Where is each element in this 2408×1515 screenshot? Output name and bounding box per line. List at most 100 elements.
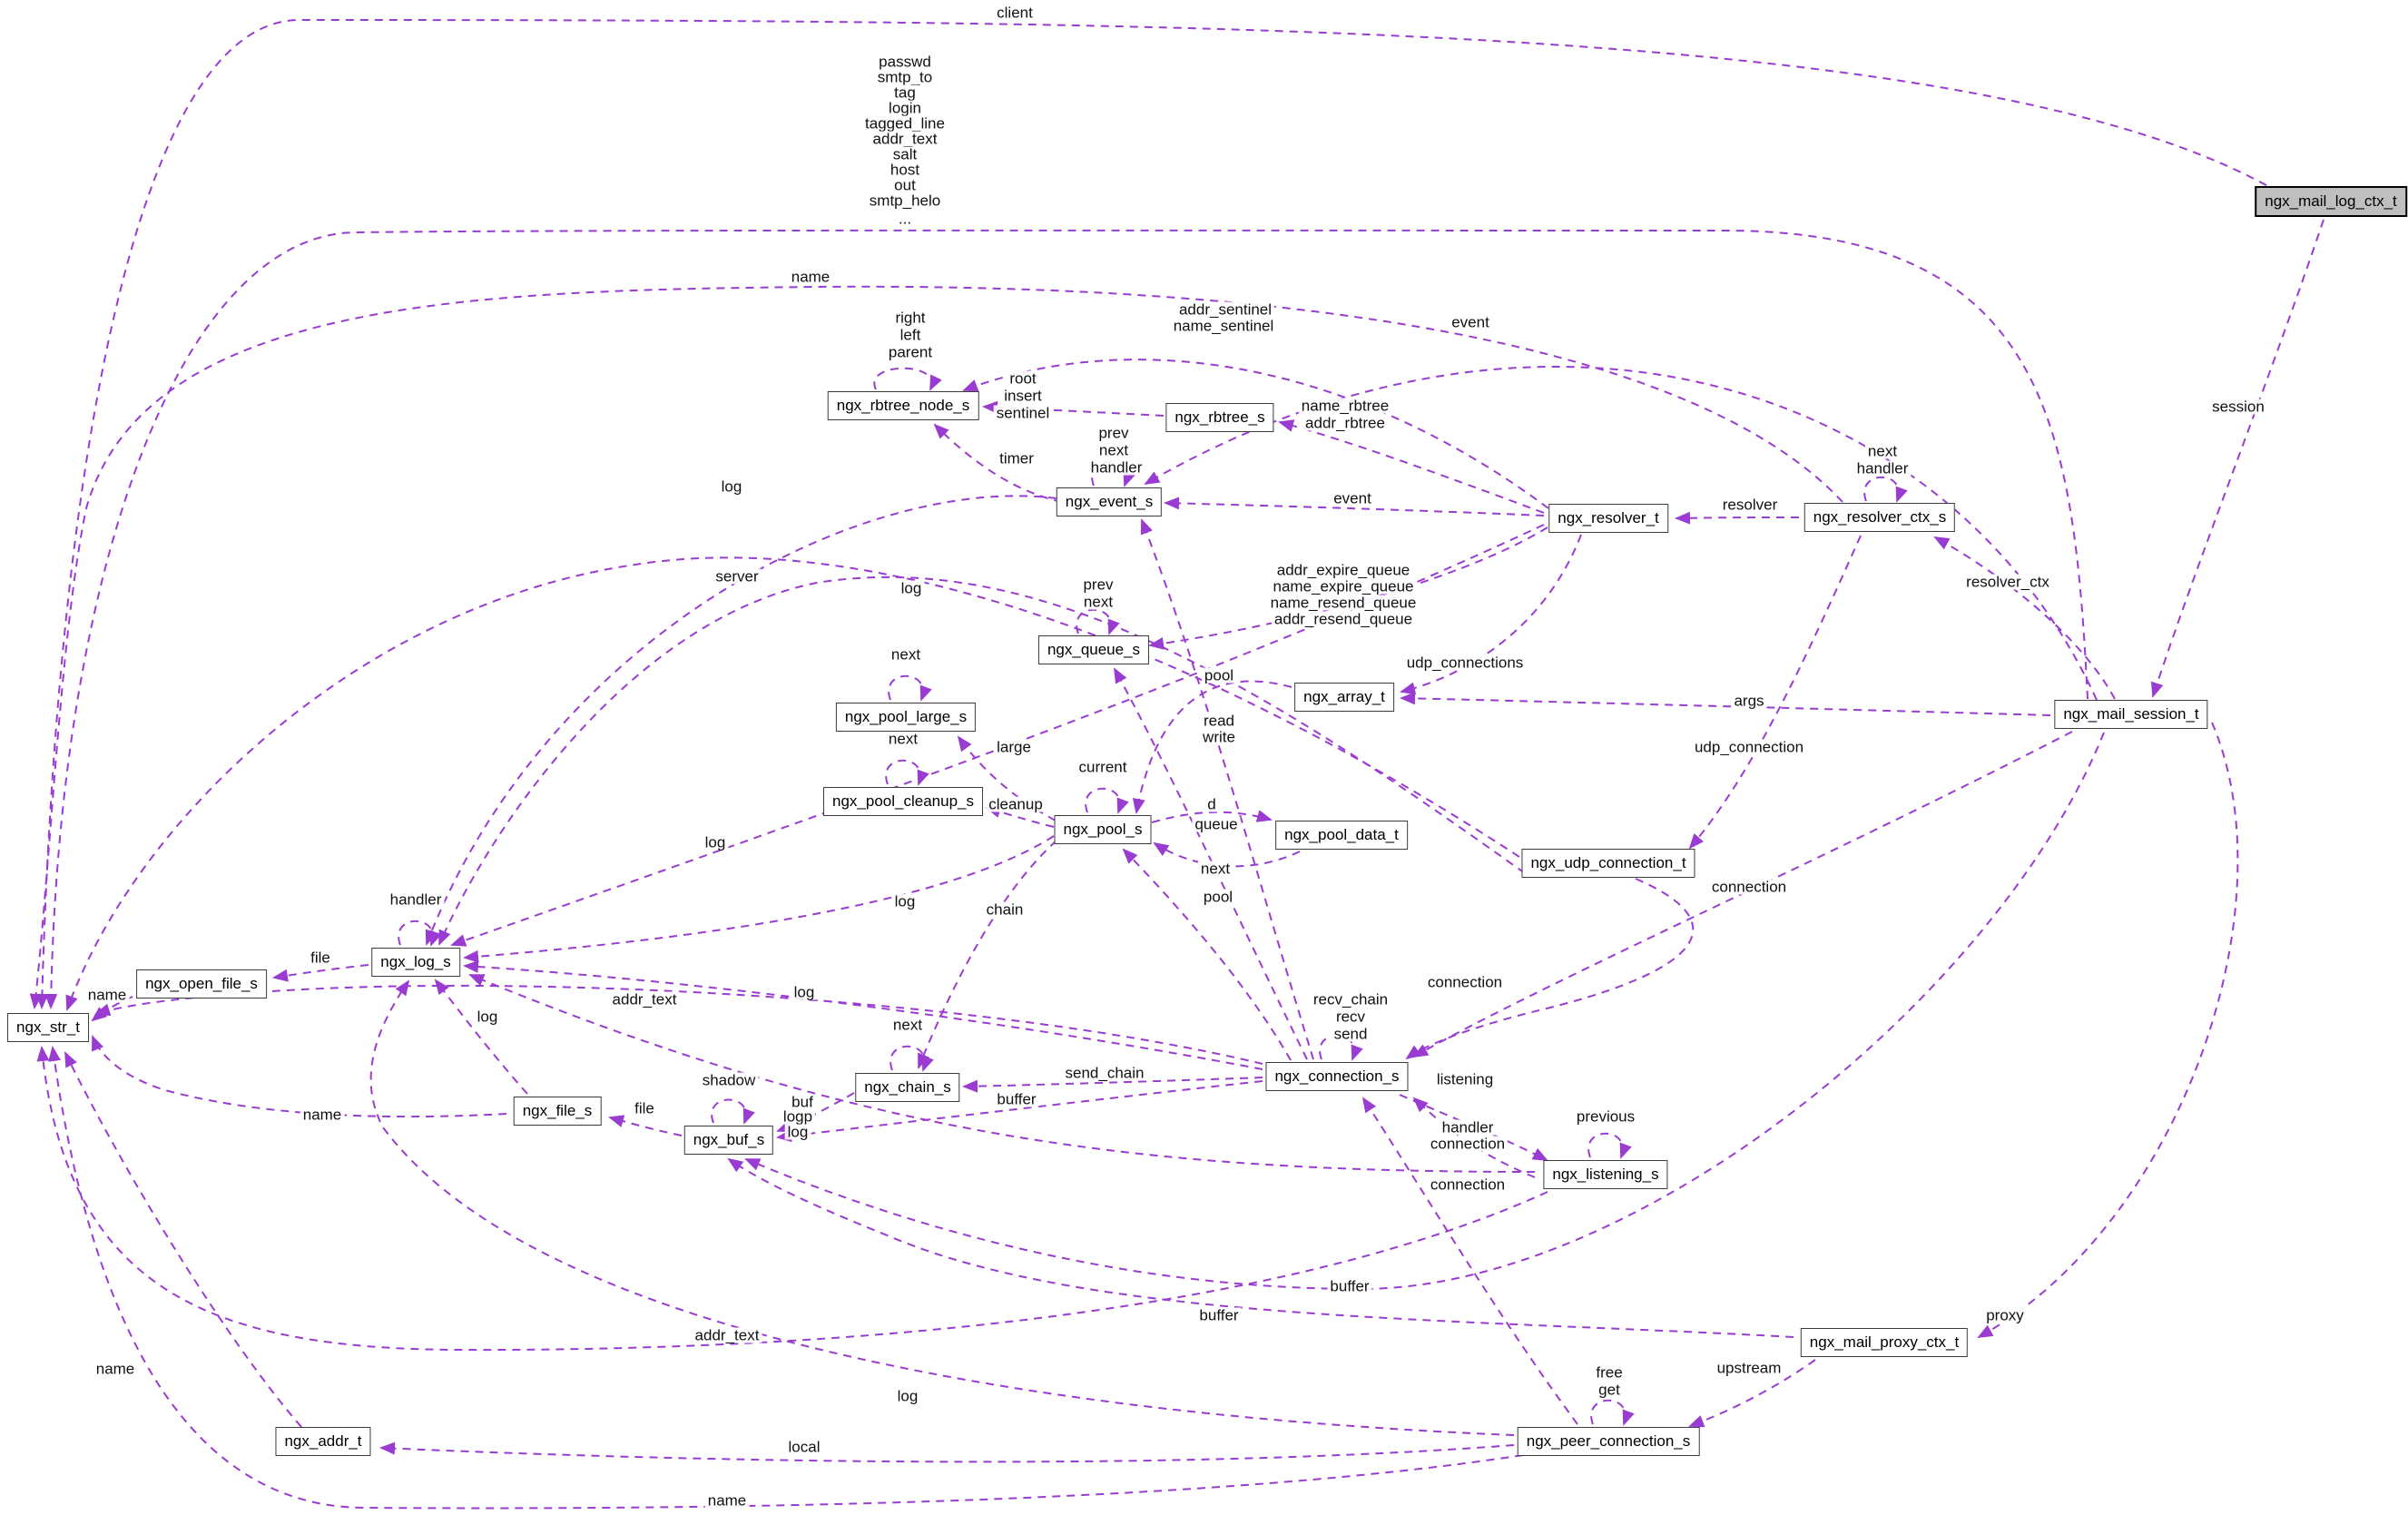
edge-label-proxy-to-peer-0: upstream bbox=[1714, 1360, 1784, 1376]
edge-rbtree-node-self bbox=[873, 367, 942, 391]
edge-label-rbtree-to-rbtree-node-2: sentinel bbox=[993, 405, 1053, 421]
node-ngx_chain_s[interactable]: ngx_chain_s bbox=[855, 1073, 960, 1102]
edge-label-listening-to-str-0: addr_text bbox=[692, 1327, 762, 1343]
edge-label-connection-to-chain-0: send_chain bbox=[1062, 1065, 1147, 1081]
edge-label-session-to-str-5: addr_text bbox=[870, 131, 940, 147]
node-ngx_resolver_ctx_s[interactable]: ngx_resolver_ctx_s bbox=[1804, 503, 1956, 532]
edge-label-listening-to-log-0: logp bbox=[780, 1108, 816, 1125]
edge-peer-to-connection bbox=[1361, 1097, 1578, 1425]
node-ngx_array_t[interactable]: ngx_array_t bbox=[1294, 683, 1394, 712]
edge-label-log-to-open-file-0: file bbox=[308, 949, 333, 966]
edge-resolver-ctx-to-str bbox=[29, 285, 1843, 1009]
edge-listening-self bbox=[1587, 1132, 1632, 1159]
edge-session-to-resolver-ctx bbox=[1933, 536, 2116, 700]
edge-label-event-to-rbtree-node-0: timer bbox=[997, 450, 1037, 467]
edge-label-chain-to-buf-0: buf bbox=[789, 1094, 816, 1110]
edge-pool-to-chain bbox=[918, 840, 1057, 1069]
edge-label-queue-self-0: prev bbox=[1080, 576, 1116, 593]
edge-connection-to-str bbox=[94, 984, 1263, 1065]
edge-peer-self bbox=[1590, 1399, 1635, 1426]
edge-label-udp-to-str-0: server bbox=[713, 568, 762, 585]
edge-resolver-to-log bbox=[450, 524, 1545, 947]
edge-log-ctx-to-session bbox=[2151, 219, 2324, 698]
edge-label-peer-to-connection-0: connection bbox=[1427, 1176, 1509, 1193]
edge-session-to-event bbox=[1144, 365, 2098, 701]
node-ngx_connection_s[interactable]: ngx_connection_s bbox=[1265, 1062, 1409, 1091]
node-ngx_buf_s[interactable]: ngx_buf_s bbox=[683, 1126, 774, 1155]
node-ngx_open_file_s[interactable]: ngx_open_file_s bbox=[136, 969, 267, 999]
edge-label-listening-self-0: previous bbox=[1573, 1108, 1638, 1125]
edge-label-file-to-str-0: name bbox=[300, 1107, 345, 1123]
edge-label-log-self-0: handler bbox=[387, 891, 445, 908]
edge-label-file-to-log-0: log bbox=[474, 1008, 501, 1025]
node-ngx_event_s[interactable]: ngx_event_s bbox=[1056, 487, 1163, 516]
edge-label-event-self-1: next bbox=[1096, 442, 1132, 458]
edge-log-ctx-to-str bbox=[35, 18, 2280, 1009]
edge-label-chain-self-0: next bbox=[889, 1017, 926, 1033]
node-ngx_pool_s[interactable]: ngx_pool_s bbox=[1054, 815, 1152, 844]
edge-pool-self bbox=[1085, 787, 1129, 814]
node-ngx_pool_data_t[interactable]: ngx_pool_data_t bbox=[1275, 821, 1408, 850]
edge-label-rbtree-to-rbtree-node-0: root bbox=[1007, 370, 1039, 387]
edge-connection-to-pool bbox=[1122, 848, 1292, 1061]
edge-label-addr-to-str-0: name bbox=[93, 1361, 138, 1377]
node-ngx_peer_connection_s[interactable]: ngx_peer_connection_s bbox=[1517, 1427, 1700, 1456]
edge-label-connection-to-event-1: write bbox=[1200, 729, 1238, 745]
edge-label-session-to-str-6: salt bbox=[889, 146, 920, 162]
edge-resolver-to-rbtree-node bbox=[962, 359, 1549, 509]
edge-log-self bbox=[398, 920, 442, 947]
edge-label-pool-self-0: current bbox=[1076, 759, 1130, 775]
edge-label-queue-self-1: next bbox=[1080, 594, 1116, 610]
node-ngx_queue_s[interactable]: ngx_queue_s bbox=[1037, 635, 1150, 664]
node-ngx_resolver_t[interactable]: ngx_resolver_t bbox=[1548, 504, 1668, 533]
node-ngx_rbtree_node_s[interactable]: ngx_rbtree_node_s bbox=[827, 391, 979, 420]
edge-label-resolver-ctx-self-1: handler bbox=[1853, 460, 1912, 477]
edge-label-buf-to-file-0: file bbox=[632, 1100, 657, 1117]
edge-label-resolver-to-queue-0: addr_expire_queue bbox=[1273, 562, 1413, 578]
node-ngx_addr_t[interactable]: ngx_addr_t bbox=[275, 1427, 371, 1456]
node-ngx_log_s[interactable]: ngx_log_s bbox=[371, 948, 460, 977]
edge-label-resolver-ctx-to-udp-0: udp_connection bbox=[1691, 739, 1807, 755]
node-ngx_file_s[interactable]: ngx_file_s bbox=[513, 1097, 602, 1126]
edge-label-resolver-ctx-to-resolver-0: resolver bbox=[1719, 497, 1781, 513]
edge-pool-to-pool-data bbox=[1151, 810, 1273, 823]
edge-peer-to-str bbox=[48, 1046, 1524, 1510]
edge-listening-to-str bbox=[36, 1046, 1548, 1352]
node-ngx_udp_connection_t[interactable]: ngx_udp_connection_t bbox=[1521, 849, 1695, 878]
edge-label-peer-self-0: free bbox=[1593, 1364, 1626, 1381]
edge-connection-to-log bbox=[463, 959, 1263, 1070]
edge-label-connection-self-1: recv bbox=[1332, 1008, 1369, 1025]
node-ngx_rbtree_s[interactable]: ngx_rbtree_s bbox=[1165, 403, 1274, 432]
node-ngx_pool_cleanup_s[interactable]: ngx_pool_cleanup_s bbox=[823, 787, 983, 816]
node-ngx_mail_log_ctx_t[interactable]: ngx_mail_log_ctx_t bbox=[2255, 186, 2407, 217]
edge-label-array-to-pool-0: pool bbox=[1201, 667, 1237, 684]
edge-label-session-to-str-0: passwd bbox=[876, 54, 934, 70]
edge-label-udp-to-log-0: log bbox=[898, 580, 925, 596]
node-ngx_mail_session_t[interactable]: ngx_mail_session_t bbox=[2054, 700, 2208, 729]
edge-chain-self bbox=[889, 1045, 934, 1072]
edge-label-connection-to-log-0: log bbox=[791, 984, 818, 1000]
node-ngx_pool_large_s[interactable]: ngx_pool_large_s bbox=[835, 703, 977, 732]
edge-label-session-to-str-9: smtp_helo bbox=[866, 192, 944, 209]
edge-label-resolver-to-event-0: event bbox=[1331, 490, 1374, 507]
edge-label-resolver-to-log-0: log bbox=[702, 834, 729, 851]
edge-event-to-log bbox=[425, 495, 1057, 946]
node-ngx_mail_proxy_ctx_t[interactable]: ngx_mail_proxy_ctx_t bbox=[1800, 1328, 1969, 1357]
edge-label-resolver-to-rbtree-1: addr_rbtree bbox=[1302, 415, 1388, 431]
edge-label-open-file-to-str-0: name bbox=[84, 987, 130, 1003]
node-ngx_str_t[interactable]: ngx_str_t bbox=[7, 1013, 89, 1042]
edge-file-to-log bbox=[434, 979, 528, 1095]
edge-label-pool-cleanup-self-0: next bbox=[885, 731, 921, 747]
edge-label-resolver-to-array-0: udp_connections bbox=[1403, 654, 1527, 671]
edge-pool-large-self bbox=[888, 674, 932, 702]
node-ngx_listening_s[interactable]: ngx_listening_s bbox=[1543, 1160, 1668, 1189]
edge-label-resolver-to-rbtree-node-0: addr_sentinel bbox=[1175, 301, 1275, 318]
edge-label-connection-to-event-0: read bbox=[1200, 713, 1238, 729]
edge-addr-to-str bbox=[64, 1051, 302, 1428]
edge-label-rbtree-node-self-2: parent bbox=[885, 344, 936, 360]
edge-label-resolver-to-rbtree-node-1: name_sentinel bbox=[1170, 318, 1277, 334]
edge-label-resolver-ctx-to-str-0: name bbox=[788, 269, 833, 285]
edge-label-resolver-to-queue-1: name_expire_queue bbox=[1270, 578, 1417, 595]
edge-label-session-to-str-7: host bbox=[887, 162, 923, 178]
